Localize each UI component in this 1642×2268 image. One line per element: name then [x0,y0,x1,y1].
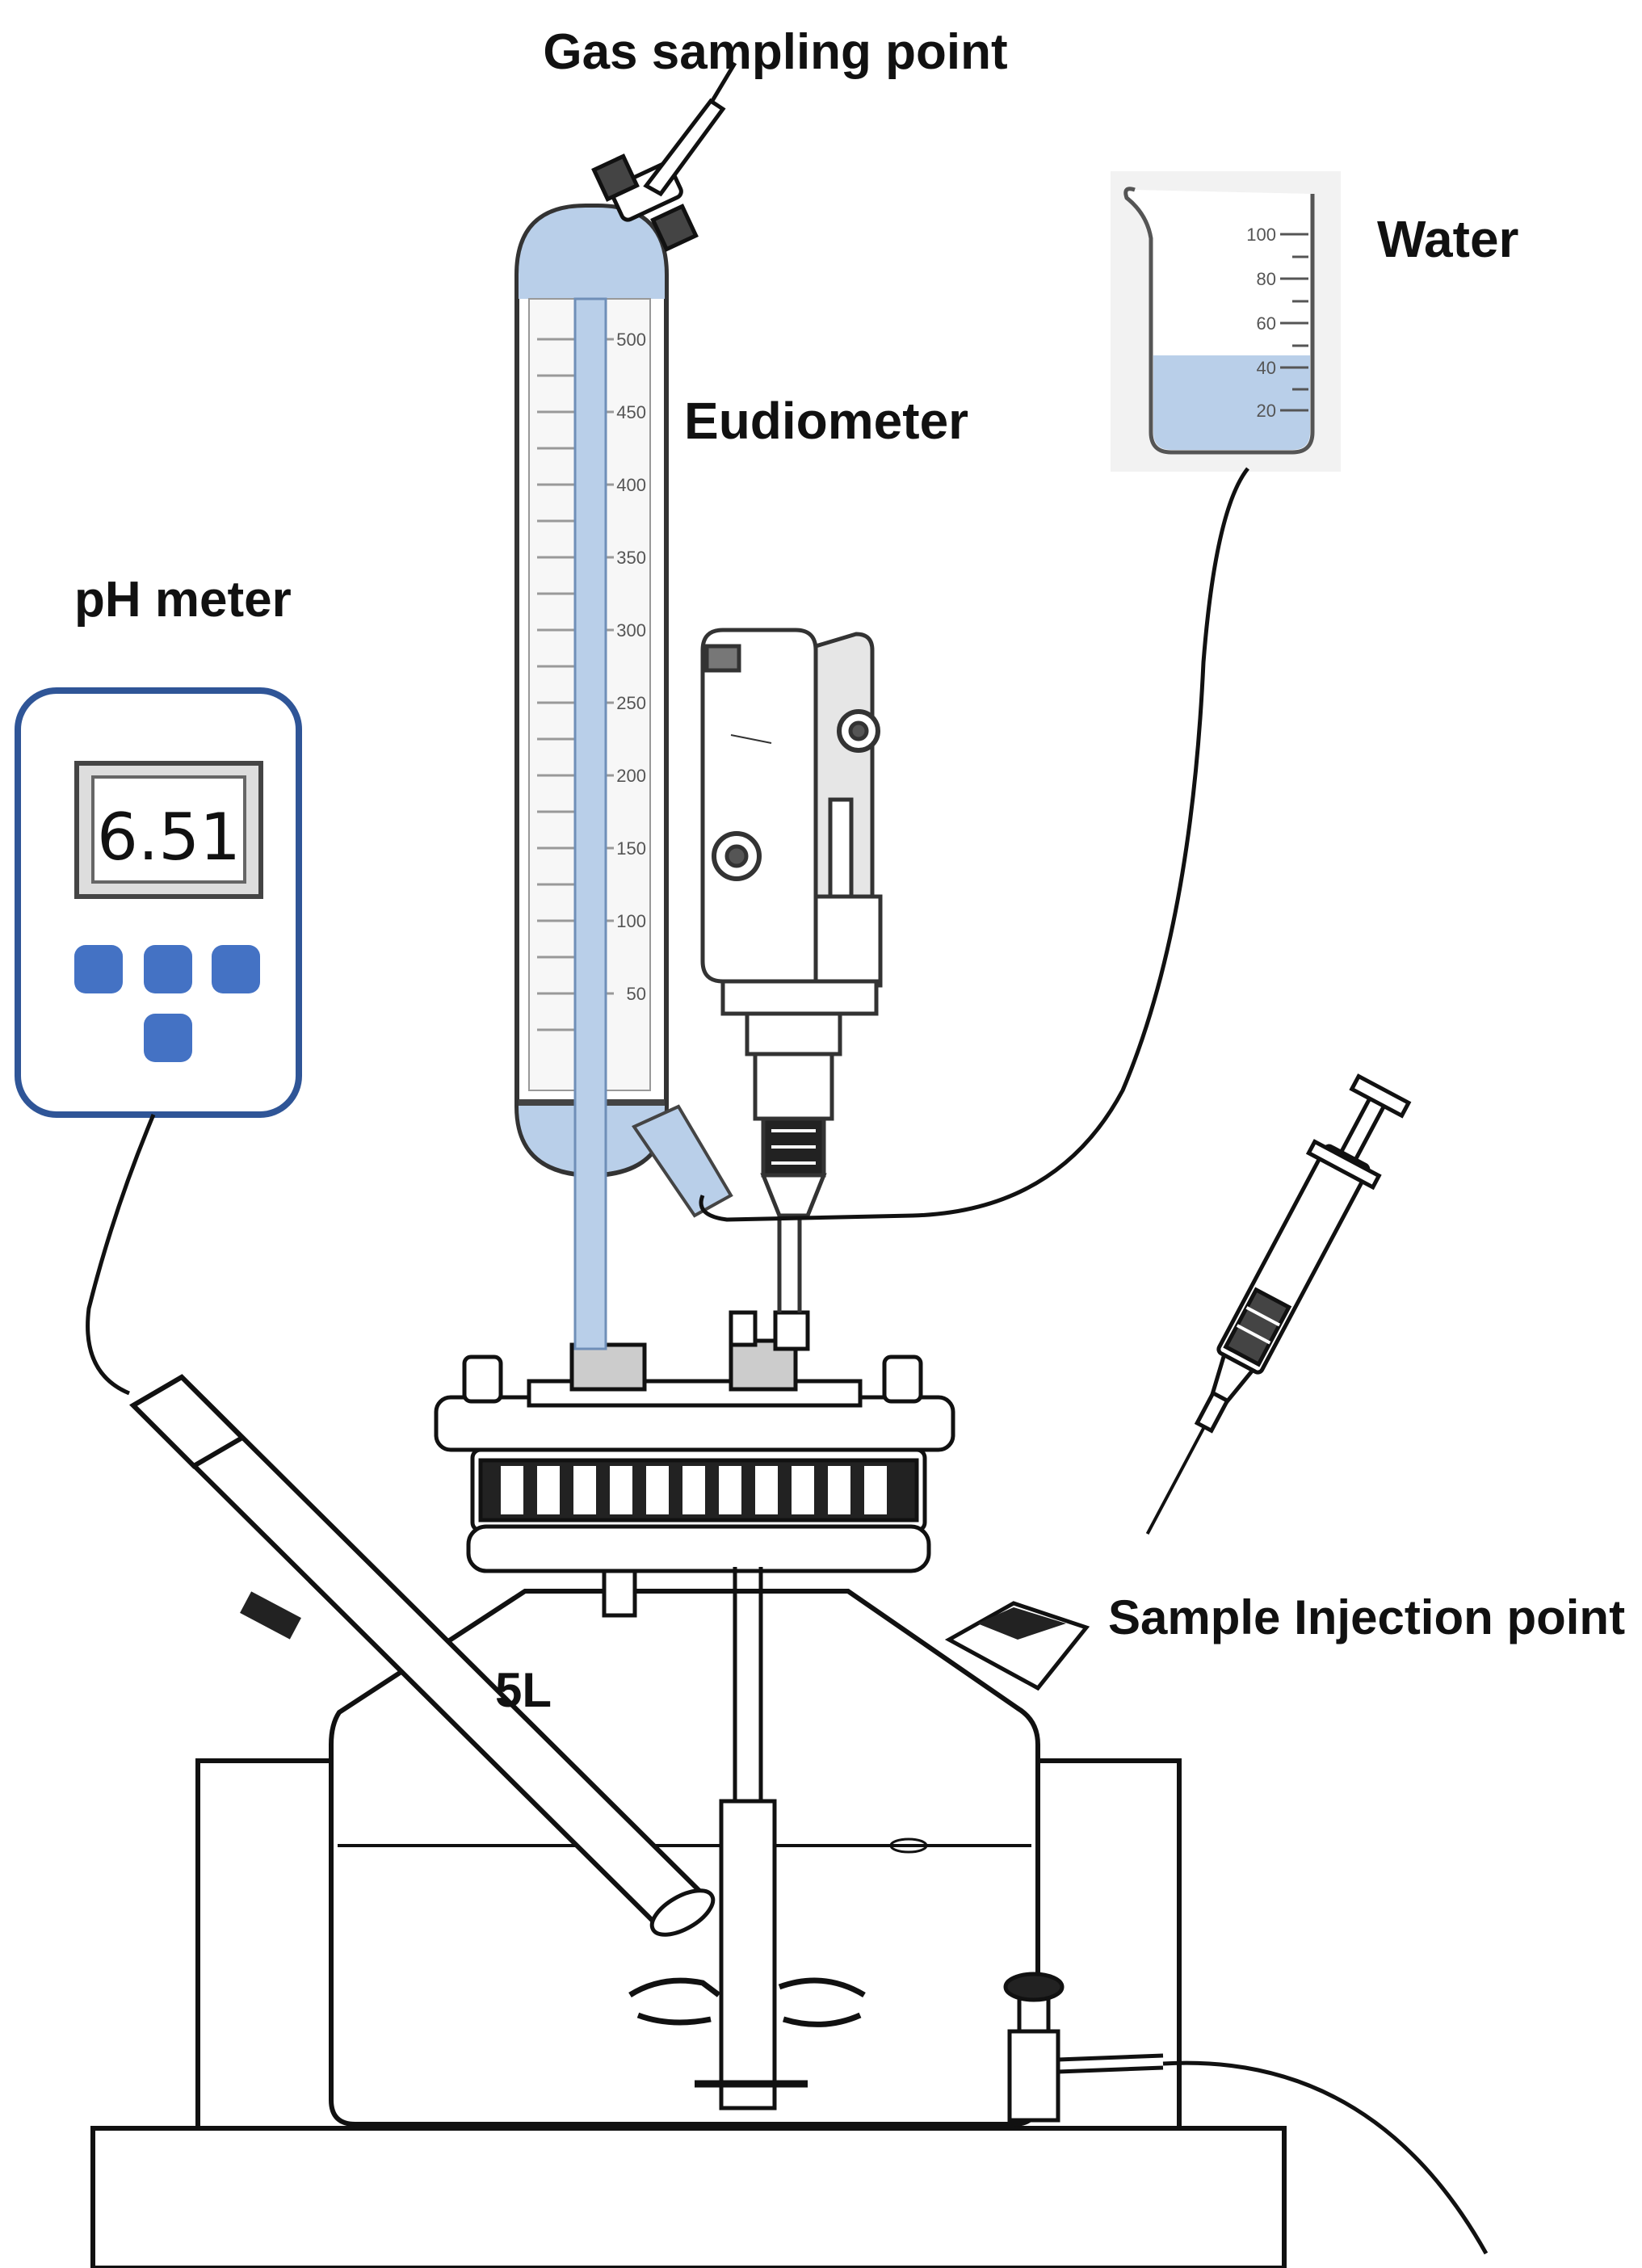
eudiometer-inner-tube [573,297,607,1350]
svg-text:40: 40 [1257,358,1276,378]
svg-text:20: 20 [1257,401,1276,421]
overhead-stirrer [700,628,883,1312]
stirrer-shaft [719,1567,777,2110]
svg-text:100: 100 [616,911,646,931]
svg-text:250: 250 [616,693,646,713]
gas-sampling-valve [591,61,737,252]
svg-text:200: 200 [616,766,646,786]
svg-text:150: 150 [616,838,646,859]
ph-probe [129,1374,716,1937]
ph-meter-cable [86,1114,156,1396]
ph-meter-button-left[interactable] [74,945,123,993]
svg-text:50: 50 [627,984,646,1004]
ph-meter-reading: 6.51 [97,800,241,875]
beaker-water [1153,355,1310,450]
reactor-lid [434,1310,955,1618]
syringe [1145,1073,1412,1535]
label-eudiometer: Eudiometer [684,392,968,450]
beaker-scale [1280,233,1308,412]
svg-text:100: 100 [1246,225,1276,245]
eudiometer-tick-labels: 500 450 400 350 300 250 200 150 100 50 [616,330,646,1004]
ph-meter-button-center[interactable] [144,945,192,993]
svg-text:350: 350 [616,548,646,568]
svg-text:400: 400 [616,475,646,495]
label-water: Water [1377,210,1518,268]
svg-text:500: 500 [616,330,646,350]
drain-tube [1162,2060,1489,2255]
water-tube [699,467,1249,1222]
eudiometer: 500 450 400 350 300 250 200 150 100 50 [514,204,733,1350]
label-gas-sampling-point: Gas sampling point [543,24,1007,80]
svg-text:80: 80 [1257,269,1276,289]
svg-text:300: 300 [616,620,646,640]
label-ph-meter: pH meter [74,572,292,628]
label-vessel-volume: 5L [495,1663,552,1717]
beaker-tick-labels: 100 80 60 40 20 [1246,225,1276,421]
ph-meter-button-right[interactable] [212,945,260,993]
svg-text:450: 450 [616,402,646,422]
water-beaker: 100 80 60 40 20 [1111,171,1341,472]
ph-meter: 6.51 [15,687,302,1118]
reactor-vessel [240,1571,1090,2127]
ph-meter-button-bottom[interactable] [144,1014,192,1062]
drain-valve [1003,1972,1164,2123]
impeller [628,1977,866,2088]
svg-text:60: 60 [1257,313,1276,334]
label-sample-injection-point: Sample Injection point [1108,1590,1625,1644]
